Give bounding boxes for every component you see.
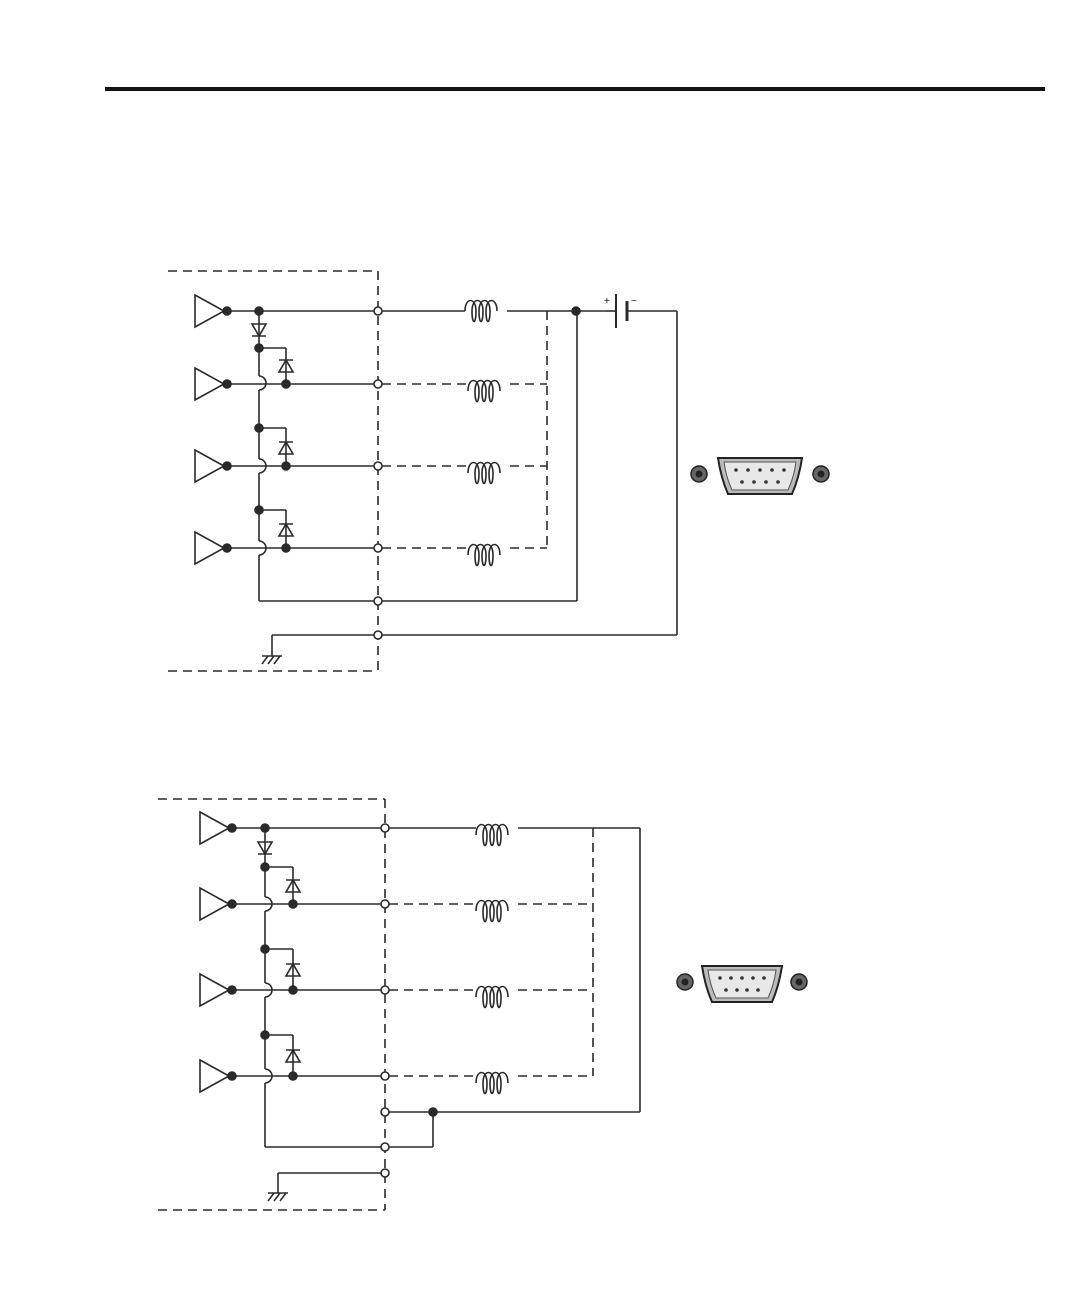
terminal-open: [381, 900, 389, 908]
ground-icon: [262, 631, 382, 664]
ground-icon: [268, 1169, 389, 1201]
channel-4-top: [195, 532, 547, 566]
terminal-open: [381, 824, 389, 832]
driver-buffer-2: [195, 368, 224, 400]
header-rule: [105, 87, 1045, 91]
terminal-open: [381, 1143, 389, 1151]
inductor-coil-4: [468, 545, 500, 566]
terminal-open: [374, 307, 382, 315]
junction-dot: [572, 307, 580, 315]
terminal-open: [381, 986, 389, 994]
driver-buffer-3: [200, 974, 229, 1006]
driver-buffer-1: [200, 812, 229, 844]
channel-1-top: [195, 295, 606, 348]
enclosure-boundary-top: [168, 271, 378, 671]
driver-buffer-4: [200, 1060, 229, 1092]
driver-buffer-1: [195, 295, 224, 327]
db9-connector-icon: [677, 966, 807, 1002]
inductor-coil-3: [476, 987, 508, 1008]
driver-buffer-2: [200, 888, 229, 920]
terminal-open: [374, 380, 382, 388]
db9-connector-icon: [691, 458, 829, 494]
enclosure-boundary-bottom: [158, 799, 385, 1210]
driver-buffer-4: [195, 532, 224, 564]
channel-2-bottom: [200, 888, 593, 922]
channel-3-top: [195, 450, 547, 484]
return-line-bottom: [381, 1108, 640, 1116]
channel-1-bottom: [200, 812, 640, 1112]
terminal-open: [374, 597, 382, 605]
inductor-coil-2: [476, 901, 508, 922]
junction-dot: [223, 307, 231, 315]
channel-3-bottom: [200, 974, 593, 1008]
battery-minus-label: −: [631, 296, 637, 307]
terminal-open: [381, 1108, 389, 1116]
inductor-coil-1: [476, 825, 508, 846]
terminal-open: [374, 462, 382, 470]
diode-bus-bottom: [261, 863, 433, 1151]
circuit-diagram-bottom: [158, 799, 640, 1210]
battery-plus-label: +: [604, 296, 610, 307]
inductor-coil-1: [465, 301, 497, 322]
battery-symbol: [378, 294, 677, 635]
diode-bus-top: [255, 311, 577, 605]
driver-buffer-3: [195, 450, 224, 482]
inductor-coil-4: [476, 1073, 508, 1094]
terminal-open: [381, 1072, 389, 1080]
terminal-open: [374, 544, 382, 552]
inductor-coil-3: [468, 463, 500, 484]
circuit-diagram-top: + −: [168, 271, 677, 671]
inductor-coil-2: [468, 381, 500, 402]
channel-4-bottom: [200, 1060, 593, 1094]
channel-2-top: [195, 368, 547, 402]
